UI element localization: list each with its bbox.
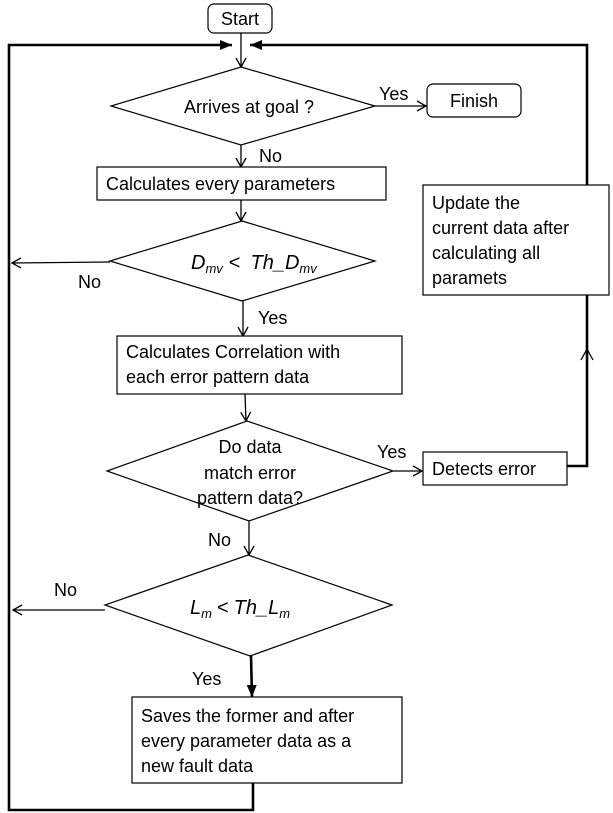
decision-dmv — [107, 220, 378, 302]
decision-match-line3: pattern data? — [197, 488, 303, 508]
process-detects-error-label: Detects error — [432, 459, 536, 479]
decision-arrives-goal-label: Arrives at goal ? — [184, 97, 314, 117]
finish-label: Finish — [450, 91, 498, 111]
start-terminal — [207, 3, 273, 34]
decision-lm — [103, 554, 394, 657]
finish-terminal — [426, 83, 522, 118]
decision-dmv-label: Dmv<Th_Dmv — [191, 252, 318, 276]
decision-lm-label: Lm<Th_Lm — [190, 597, 290, 621]
label-yes-lm: Yes — [192, 669, 221, 689]
process-save-line1: Saves the former and after — [141, 706, 354, 726]
process-update-data — [422, 184, 610, 296]
label-no-dmv: No — [78, 272, 101, 292]
label-no-lm: No — [54, 580, 77, 600]
start-label: Start — [221, 9, 259, 29]
arrow-lm-yes — [246, 655, 257, 698]
decision-match-line2: match error — [204, 463, 296, 483]
process-correlation-line1: Calculates Correlation with — [126, 342, 340, 362]
process-update-line3: calculating all — [432, 243, 540, 263]
process-calculate-parameters-label: Calculates every parameters — [106, 174, 335, 194]
process-update-line4: paramets — [432, 268, 507, 288]
label-no-goal: No — [259, 146, 282, 166]
process-correlation-line2: each error pattern data — [126, 367, 310, 387]
process-save-fault-data — [131, 696, 403, 784]
arrow-dmv-no — [10, 257, 111, 269]
label-no-match: No — [208, 530, 231, 550]
process-save-line2: every parameter data as a — [141, 731, 352, 751]
label-yes-dmv: Yes — [258, 308, 287, 328]
process-update-line2: current data after — [432, 218, 569, 238]
process-calculate-parameters — [96, 166, 387, 201]
arrow-corr-to-match — [240, 393, 252, 423]
update-arrowhead — [580, 347, 594, 361]
left-return-loop — [7, 40, 255, 812]
process-save-line3: new fault data — [141, 756, 254, 776]
process-update-line1: Update the — [432, 193, 520, 213]
process-correlation — [116, 335, 403, 395]
decision-match-line1: Do data — [218, 437, 282, 457]
label-yes-goal: Yes — [379, 84, 408, 104]
label-yes-match: Yes — [377, 442, 406, 462]
process-detects-error — [422, 451, 568, 486]
